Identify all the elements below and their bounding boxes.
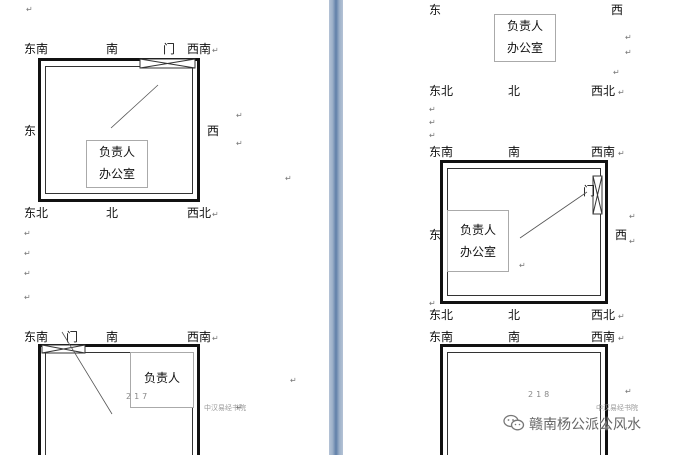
label-west: 西 <box>615 228 628 242</box>
door-icon <box>592 175 603 215</box>
page-number: 217 <box>126 392 151 401</box>
paragraph-mark: ↵ <box>629 237 636 246</box>
label-south: 南 <box>106 330 119 344</box>
office-box: 负责人 办公室 <box>494 14 556 62</box>
paragraph-mark: ↵ <box>24 249 31 258</box>
label-southwest: 西南 <box>591 145 616 159</box>
wechat-icon <box>503 414 525 431</box>
paragraph-mark: ↵ <box>212 46 219 55</box>
label-southeast: 东南 <box>24 330 49 344</box>
paragraph-mark: ↵ <box>625 33 632 42</box>
door-icon <box>41 344 86 354</box>
paragraph-mark: ↵ <box>429 118 436 127</box>
label-south: 南 <box>508 145 521 159</box>
paragraph-mark: ↵ <box>429 299 436 308</box>
paragraph-mark: ↵ <box>24 293 31 302</box>
paragraph-mark: ↵ <box>618 149 625 158</box>
sightline-arrow <box>519 191 588 239</box>
office-label-line1: 负责人 <box>459 223 496 237</box>
paragraph-mark: ↵ <box>625 48 632 57</box>
paragraph-mark: ↵ <box>618 334 625 343</box>
floor-plan-frame-outer <box>38 58 200 202</box>
office-label-line1: 负责人 <box>98 145 135 159</box>
watermark-text: 赣南杨公派公风水 <box>529 417 641 433</box>
label-north: 北 <box>508 308 521 322</box>
floor-plan-frame-outer <box>440 160 608 304</box>
paragraph-mark: ↵ <box>24 229 31 238</box>
office-label-line2: 办公室 <box>98 167 135 181</box>
label-northwest: 西北 <box>591 84 616 98</box>
paragraph-mark: ↵ <box>285 174 292 183</box>
paragraph-mark: ↵ <box>290 376 297 385</box>
paragraph-mark: ↵ <box>24 269 31 278</box>
paragraph-mark: ↵ <box>429 105 436 114</box>
paragraph-mark: ↵ <box>236 139 243 148</box>
label-northwest: 西北 <box>187 206 212 220</box>
paragraph-mark: ↵ <box>618 312 625 321</box>
page-number: 218 <box>528 390 553 399</box>
label-southeast: 东南 <box>429 330 454 344</box>
paragraph-mark: ↵ <box>613 68 620 77</box>
floor-plan-frame-outer <box>38 344 200 455</box>
corner-note: 中汉易经书院 <box>204 404 246 412</box>
document-page-left: ↵ 东南 南 门 西南 ↵ 负责人 办公室 东 西 ↵ ↵ ↵ 东北 北 西北 … <box>0 0 329 455</box>
sightline-arrow <box>61 331 113 415</box>
paragraph-mark: ↵ <box>629 212 636 221</box>
label-southwest: 西南 <box>187 42 212 56</box>
office-label-line2: 办公室 <box>506 41 543 55</box>
label-southeast: 东南 <box>24 42 49 56</box>
label-southwest: 西南 <box>591 330 616 344</box>
paragraph-mark: ↵ <box>429 131 436 140</box>
floor-plan-frame-inner <box>447 352 601 455</box>
label-door: 门 <box>163 42 176 56</box>
page-gutter <box>329 0 343 455</box>
paragraph-mark: ↵ <box>236 403 243 412</box>
paragraph-mark: ↵ <box>236 111 243 120</box>
label-south: 南 <box>508 330 521 344</box>
label-northeast: 东北 <box>429 84 454 98</box>
office-box: 负责人 办公室 <box>447 210 509 272</box>
label-southeast: 东南 <box>429 145 454 159</box>
paragraph-mark: ↵ <box>212 334 219 343</box>
label-east: 东 <box>24 124 37 138</box>
label-south: 南 <box>106 42 119 56</box>
floor-plan-frame-outer <box>440 344 608 455</box>
label-door: 门 <box>583 184 596 198</box>
label-northwest: 西北 <box>591 308 616 322</box>
label-east: 东 <box>429 3 442 17</box>
label-north: 北 <box>106 206 119 220</box>
label-north: 北 <box>508 84 521 98</box>
label-door: 门 <box>66 330 79 344</box>
label-northeast: 东北 <box>429 308 454 322</box>
corner-note: 中汉易经书院 <box>596 404 638 412</box>
office-label-line1: 负责人 <box>506 19 543 33</box>
door-icon <box>139 58 196 69</box>
label-northeast: 东北 <box>24 206 49 220</box>
sightline-arrow <box>110 84 159 129</box>
office-label-line1: 负责人 <box>143 371 180 385</box>
label-west: 西 <box>611 3 624 17</box>
office-box: 负责人 <box>130 352 194 408</box>
office-box: 负责人 办公室 <box>86 140 148 188</box>
label-east: 东 <box>429 228 442 242</box>
document-page-right: 东 西 负责人 办公室 ↵ ↵ ↵ 东北 北 西北 ↵ ↵ ↵ ↵ 东南 南 西… <box>343 0 690 455</box>
paragraph-mark: ↵ <box>618 88 625 97</box>
label-west: 西 <box>207 124 220 138</box>
paragraph-mark: ↵ <box>212 210 219 219</box>
label-southwest: 西南 <box>187 330 212 344</box>
paragraph-mark: ↵ <box>519 261 526 270</box>
margin-crop-mark: ↵ <box>26 5 33 14</box>
office-label-line2: 办公室 <box>459 245 496 259</box>
paragraph-mark: ↵ <box>625 387 632 396</box>
